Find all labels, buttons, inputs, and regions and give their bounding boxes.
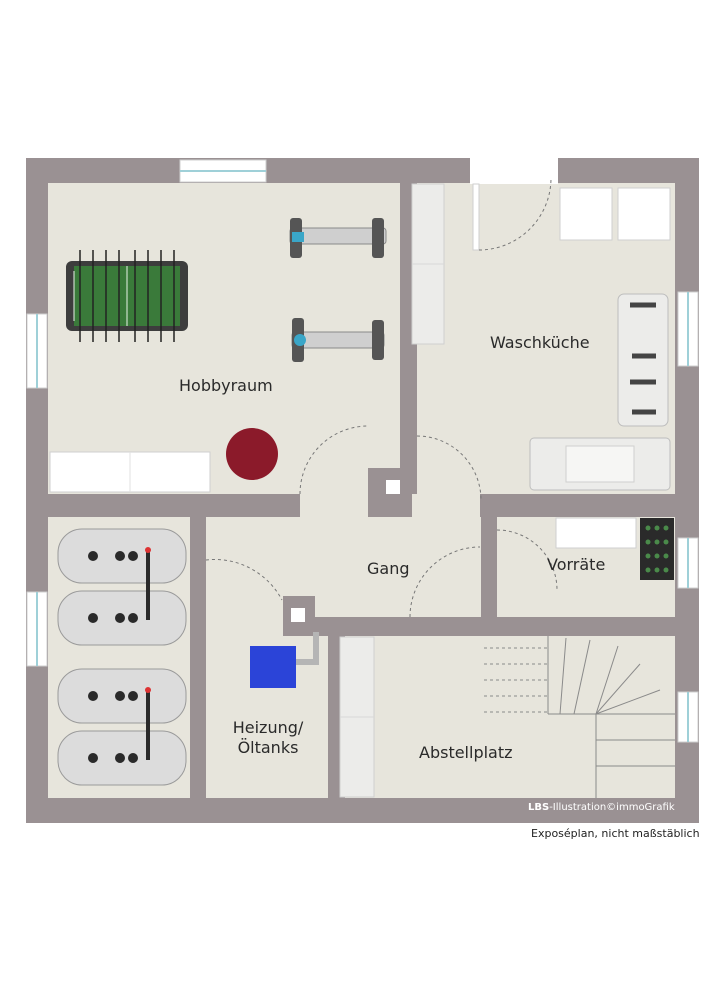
staircase [484,636,675,798]
plan-caption: Exposéplan, nicht maßstäblich [531,827,700,840]
drying-rack [617,293,669,427]
floor-gang [206,517,481,617]
door-swing-waschkueche [416,435,482,501]
exercise-ball [226,428,278,480]
credit-brand: LBS [528,802,550,813]
room-label-heizung-line2: Öltanks [237,738,299,757]
door-swing-abstellplatz [409,546,481,618]
room-label-heizung-line1: Heizung/ [232,718,304,737]
room-label-gang: Gang [367,559,410,578]
shelf-vorraete [555,517,637,549]
exterior-door-opening [470,158,558,184]
exercise-bike [291,318,385,362]
rowing-machine [289,218,387,258]
room-label-abstellplatz: Abstellplatz [419,743,513,762]
door-swing-hobbyraum [299,425,369,495]
exterior-door-swing [478,177,552,251]
washing-machine [559,187,613,241]
oil-tanks [57,528,187,786]
wall-gang-bottom [310,617,410,636]
wall-column-heizung-hole [291,608,305,622]
foosball-table [66,250,188,342]
dryer [617,187,671,241]
door-swing-heizung [205,559,283,601]
wall-vorraete-bottom [481,617,675,636]
wall-tank-divider [190,517,206,798]
wall-column-center-hole [386,480,400,494]
wall-divider-horizontal-right [480,494,675,517]
room-label-heizung: Heizung/ Öltanks [222,718,314,758]
boiler [250,646,296,688]
illustration-credit: LBS-Illustration©immoGrafik [528,802,675,813]
wall-divider-horizontal-left [48,494,300,517]
credit-text: -Illustration©immoGrafik [549,802,675,813]
exterior-door-leaf [472,183,480,251]
boiler-pipe [296,632,319,665]
floor-abstellplatz [345,636,675,798]
room-label-hobbyraum: Hobbyraum [179,376,273,395]
room-label-vorraete: Vorräte [547,555,606,574]
room-label-waschkueche: Waschküche [490,333,590,352]
